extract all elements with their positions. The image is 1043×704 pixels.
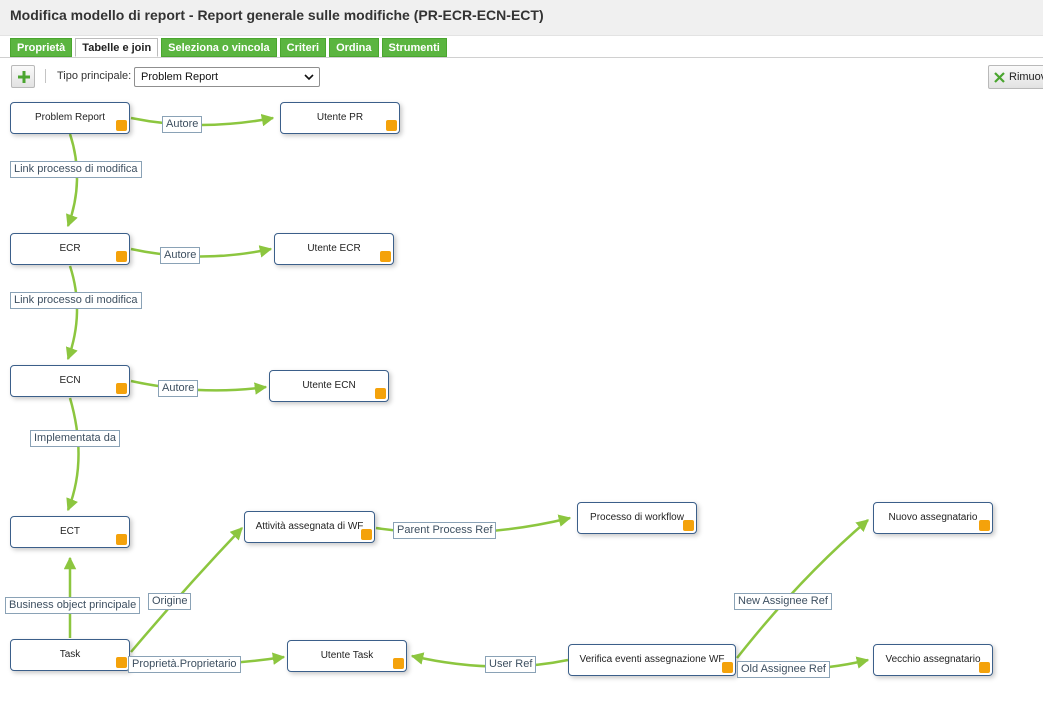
edge-implementata-da[interactable] <box>66 397 80 512</box>
node-handle[interactable] <box>386 120 397 131</box>
node-handle[interactable] <box>979 520 990 531</box>
remove-button-label: Rimuovi <box>1009 71 1043 83</box>
edge-label-proprietario[interactable]: Proprietà.Proprietario <box>128 656 241 673</box>
node-handle[interactable] <box>116 251 127 262</box>
node-problem-report[interactable]: Problem Report <box>10 102 130 134</box>
tab-criteri[interactable]: Criteri <box>279 38 327 57</box>
toolbar-separator <box>45 69 46 83</box>
node-label: Attività assegnata di WF <box>255 521 364 532</box>
plus-icon <box>18 71 30 83</box>
edge-label-autore-ecr[interactable]: Autore <box>160 247 201 264</box>
edge-origine[interactable] <box>130 527 243 653</box>
node-handle[interactable] <box>375 388 386 399</box>
edge-label-autore-pr[interactable]: Autore <box>162 116 203 133</box>
node-handle[interactable] <box>116 657 127 668</box>
edge-label-new-assignee[interactable]: New Assignee Ref <box>734 593 832 610</box>
tab-ordina[interactable]: Ordina <box>329 38 379 57</box>
tab-seleziona-o-vincola[interactable]: Seleziona o vincola <box>161 38 277 57</box>
node-label: Vecchio assegnatario <box>885 654 981 665</box>
node-handle[interactable] <box>393 658 404 669</box>
node-label: Task <box>59 649 81 660</box>
edge-label-autore-ecn[interactable]: Autore <box>158 380 199 397</box>
edge-label-user-ref[interactable]: User Ref <box>485 656 537 673</box>
chevron-down-icon <box>304 74 314 81</box>
node-task[interactable]: Task <box>10 639 130 671</box>
window-title: Modifica modello di report - Report gene… <box>10 7 544 23</box>
tab-tabelle-e-join[interactable]: Tabelle e join <box>75 38 159 57</box>
node-verifica-eventi[interactable]: Verifica eventi assegnazione WF <box>568 644 736 676</box>
node-label: Problem Report <box>34 112 106 123</box>
edge-link-ecr-ecn[interactable] <box>65 265 79 361</box>
node-label: Utente ECR <box>307 243 361 254</box>
node-label: Utente Task <box>320 650 374 661</box>
tipo-principale-value: Problem Report <box>141 71 219 83</box>
node-handle[interactable] <box>361 529 372 540</box>
node-label: ECT <box>60 526 80 537</box>
node-label: Utente PR <box>316 112 364 123</box>
node-handle[interactable] <box>116 383 127 394</box>
node-processo-wf[interactable]: Processo di workflow <box>577 502 697 534</box>
edge-label-implementata-da[interactable]: Implementata da <box>30 430 120 447</box>
node-ect[interactable]: ECT <box>10 516 130 548</box>
remove-button[interactable]: Rimuovi <box>988 65 1043 89</box>
edge-label-link-ecr-ecn[interactable]: Link processo di modifica <box>10 292 142 309</box>
node-ecn[interactable]: ECN <box>10 365 130 397</box>
node-label: ECN <box>59 375 81 386</box>
edge-new-assignee[interactable] <box>736 519 869 659</box>
node-label: Nuovo assegnatario <box>888 512 978 523</box>
node-handle[interactable] <box>116 534 127 545</box>
node-nuovo-assegnatario[interactable]: Nuovo assegnatario <box>873 502 993 534</box>
node-handle[interactable] <box>683 520 694 531</box>
edge-label-old-assignee[interactable]: Old Assignee Ref <box>737 661 830 678</box>
node-utente-ecr[interactable]: Utente ECR <box>274 233 394 265</box>
node-handle[interactable] <box>722 662 733 673</box>
node-label: Processo di workflow <box>590 512 684 523</box>
x-icon <box>994 72 1005 83</box>
edge-autore-ecr[interactable] <box>130 245 273 258</box>
node-handle[interactable] <box>979 662 990 673</box>
edge-label-origine[interactable]: Origine <box>148 593 192 610</box>
tab-divider <box>0 57 1043 58</box>
edge-autore-ecn[interactable] <box>130 379 268 395</box>
add-table-button[interactable] <box>11 65 35 88</box>
node-vecchio-assegnatario[interactable]: Vecchio assegnatario <box>873 644 993 676</box>
node-utente-pr[interactable]: Utente PR <box>280 102 400 134</box>
edge-label-business-object[interactable]: Business object principale <box>5 597 141 614</box>
node-handle[interactable] <box>380 251 391 262</box>
node-utente-task[interactable]: Utente Task <box>287 640 407 672</box>
tab-proprieta[interactable]: Proprietà <box>10 38 73 57</box>
node-label: ECR <box>59 243 81 254</box>
node-label: Utente ECN <box>302 380 356 391</box>
edge-link-pr-ecr[interactable] <box>66 133 79 228</box>
tab-bar: Proprietà Tabelle e join Seleziona o vin… <box>10 38 447 57</box>
node-utente-ecn[interactable]: Utente ECN <box>269 370 389 402</box>
node-ecr[interactable]: ECR <box>10 233 130 265</box>
node-attivita-wf[interactable]: Attività assegnata di WF <box>244 511 375 543</box>
node-handle[interactable] <box>116 120 127 131</box>
node-label: Verifica eventi assegnazione WF <box>579 654 725 665</box>
tipo-principale-select[interactable]: Problem Report <box>134 67 320 87</box>
title-bar: Modifica modello di report - Report gene… <box>0 0 1043 36</box>
edge-label-link-pr-ecr[interactable]: Link processo di modifica <box>10 161 142 178</box>
edge-label-parent-process[interactable]: Parent Process Ref <box>393 522 497 539</box>
tab-strumenti[interactable]: Strumenti <box>381 38 447 57</box>
tipo-principale-label: Tipo principale: <box>57 70 132 82</box>
